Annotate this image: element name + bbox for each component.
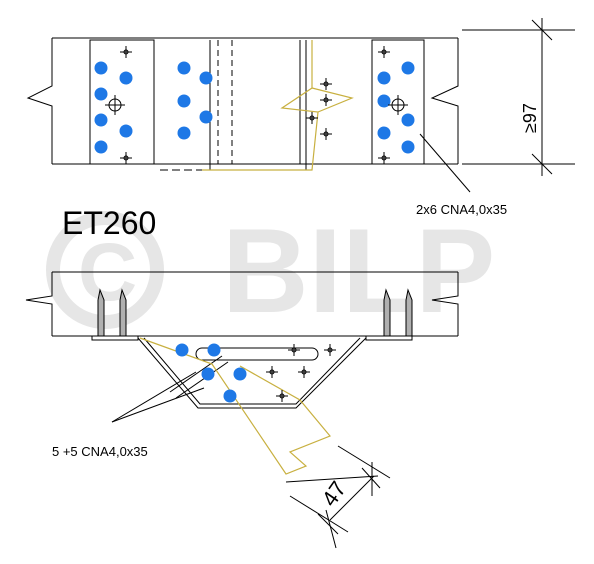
nail-dot (199, 71, 213, 85)
nail-dot (233, 367, 247, 381)
hole-crosshair (266, 366, 278, 378)
nail-dot (207, 343, 221, 357)
side-nail-label: 5 +5 CNA4,0x35 (52, 444, 148, 459)
side-leaders (111, 371, 205, 423)
side-view-nails (175, 343, 247, 403)
hole-crosshair (120, 46, 132, 58)
nail-dot (94, 140, 108, 154)
nail-dot (177, 126, 191, 140)
nail-dot (377, 94, 391, 108)
hole-crosshair (288, 344, 300, 356)
nail-dot (401, 61, 415, 75)
hole-crosshair (120, 152, 132, 164)
hole-crosshair (320, 78, 332, 90)
nail-dot (94, 113, 108, 127)
nail-dot (199, 110, 213, 124)
hole-crosshair (378, 152, 390, 164)
side-dimension-label: 47 (317, 477, 352, 511)
side-dimension (285, 445, 391, 549)
top-view-timber (202, 40, 354, 171)
hole-crosshair (320, 94, 332, 106)
nail-dot (177, 61, 191, 75)
top-view-nails (94, 61, 415, 154)
nail-dot (94, 87, 108, 101)
nail-dot (175, 343, 189, 357)
top-view (26, 37, 459, 171)
nail-dot (201, 367, 215, 381)
top-leader-line (419, 133, 471, 193)
watermark-text: BILP (222, 204, 495, 338)
watermark: C BILP (46, 204, 495, 338)
hole-crosshair (388, 95, 408, 115)
nail-dot (119, 71, 133, 85)
nail-dot (119, 124, 133, 138)
top-view-holes (105, 46, 408, 164)
model-label: ET260 (62, 205, 156, 241)
nail-dot (94, 61, 108, 75)
side-view-timber (139, 337, 331, 475)
hole-crosshair (306, 112, 318, 124)
hole-crosshair (276, 390, 288, 402)
hole-crosshair (378, 46, 390, 58)
hole-crosshair (105, 95, 125, 115)
hole-crosshair (298, 366, 310, 378)
side-anchor-nails (97, 288, 413, 337)
top-nail-label: 2x6 CNA4,0x35 (416, 202, 507, 217)
nail-dot (177, 94, 191, 108)
nail-dot (401, 140, 415, 154)
nail-dot (223, 389, 237, 403)
nail-dot (401, 113, 415, 127)
nail-dot (377, 71, 391, 85)
hole-crosshair (320, 128, 332, 140)
side-view-holes (266, 344, 336, 402)
hole-crosshair (324, 344, 336, 356)
top-min-dimension-label: ≥97 (520, 103, 540, 133)
top-dimension (462, 18, 575, 176)
nail-dot (377, 126, 391, 140)
